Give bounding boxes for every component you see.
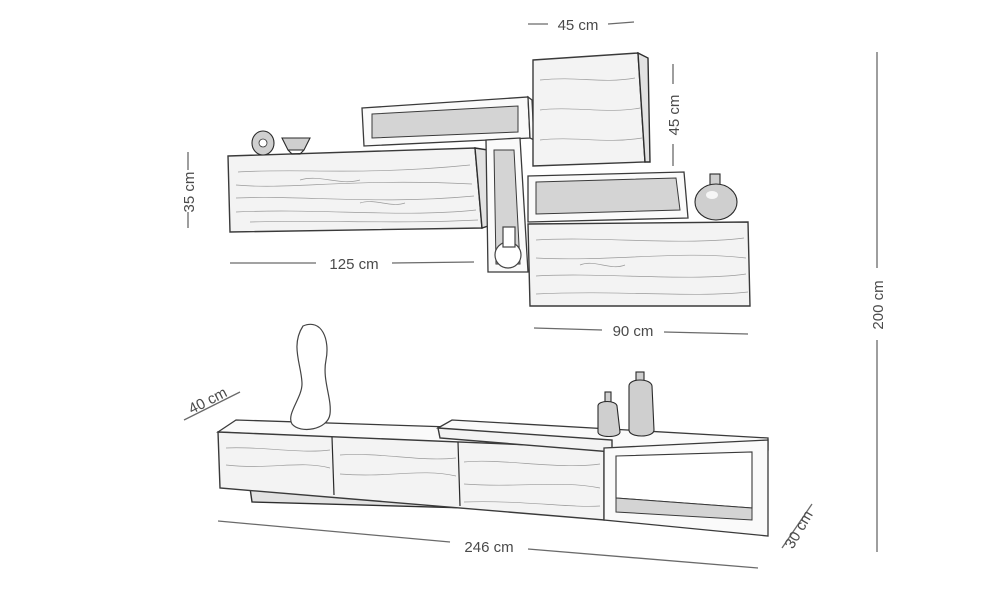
left-wall-cabinet xyxy=(227,147,495,233)
bottle-vase-right xyxy=(628,371,655,437)
round-vase xyxy=(694,173,738,221)
dimension-tv-unit-depth: 40 cm xyxy=(183,384,241,421)
dimension-left-cabinet-height: 35 cm xyxy=(181,152,198,228)
right-wall-cabinet xyxy=(527,221,751,307)
open-shelf-vertical xyxy=(485,137,529,273)
open-shelf-upper xyxy=(361,95,535,147)
dimension-top-cabinet-height: 45 cm xyxy=(666,64,683,166)
svg-text:30 cm: 30 cm xyxy=(782,508,817,552)
tall-white-vase xyxy=(290,323,331,431)
dimension-tv-unit-width: 246 cm xyxy=(217,520,759,569)
svg-text:90 cm: 90 cm xyxy=(613,323,654,340)
svg-text:45 cm: 45 cm xyxy=(558,17,599,34)
open-shelf-middle xyxy=(527,171,689,223)
dimension-left-cabinet-width: 125 cm xyxy=(230,256,475,273)
svg-text:45 cm: 45 cm xyxy=(666,95,683,136)
svg-text:200 cm: 200 cm xyxy=(870,280,887,329)
dimension-total-height: 200 cm xyxy=(870,52,887,552)
svg-text:125 cm: 125 cm xyxy=(329,256,378,273)
svg-text:35 cm: 35 cm xyxy=(181,172,198,213)
tv-unit xyxy=(215,419,769,537)
svg-text:246 cm: 246 cm xyxy=(464,539,513,556)
decor-bowl xyxy=(281,137,311,155)
bottle-vase-left xyxy=(597,391,621,438)
dimension-right-cabinet-width: 90 cm xyxy=(533,323,749,340)
dimension-top-cabinet-width: 45 cm xyxy=(528,17,635,34)
decor-sculpture xyxy=(251,130,275,156)
svg-text:40 cm: 40 cm xyxy=(186,384,230,418)
dimension-tv-unit-height: 30 cm xyxy=(781,503,817,552)
top-cube-cabinet xyxy=(532,51,651,167)
